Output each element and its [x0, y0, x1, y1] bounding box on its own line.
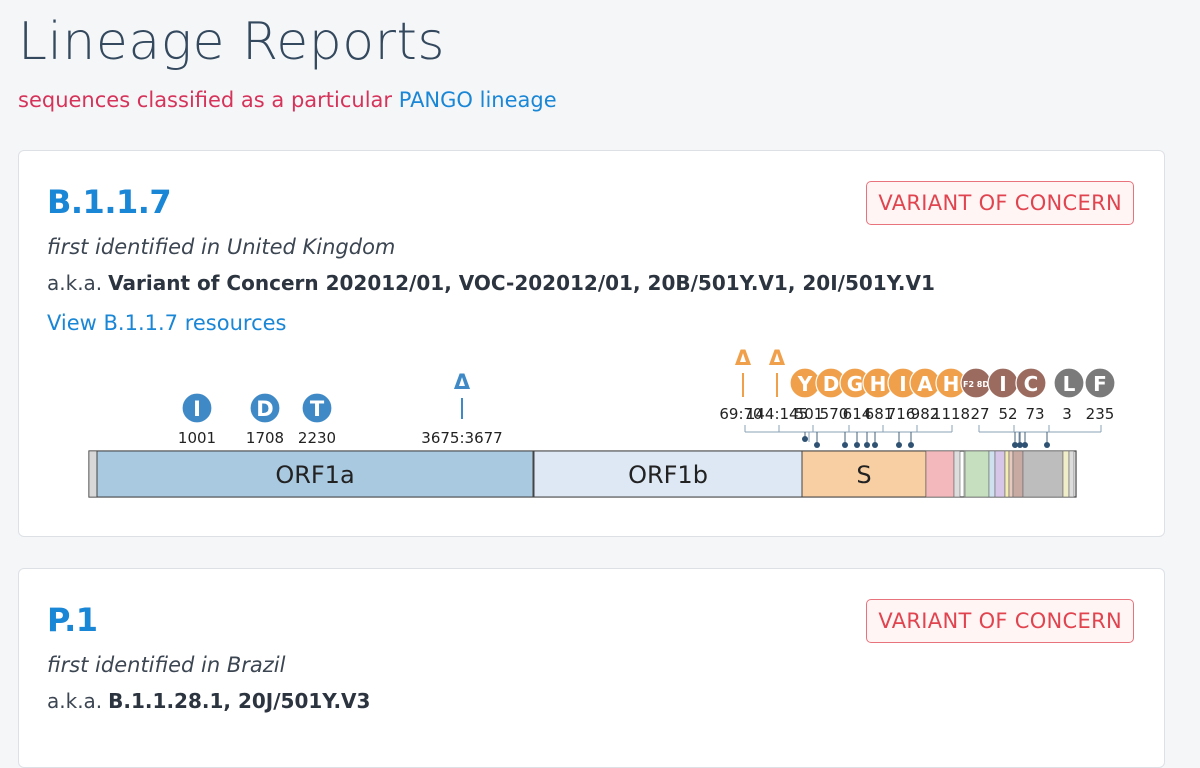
mutation-letter: T — [310, 397, 325, 421]
mutation-position: 3675:3677 — [421, 429, 502, 447]
minor-gene-segment — [953, 450, 961, 498]
mutation-letter: H — [870, 372, 887, 396]
minor-gene-segment — [964, 450, 990, 498]
mutation-dot — [896, 442, 902, 448]
mutation-position: 27 — [970, 405, 989, 423]
mutation-marker — [1015, 367, 1047, 399]
deletion-symbol: Δ — [735, 346, 752, 370]
first-identified-text: first identified in United Kingdom — [47, 235, 396, 259]
mutation-marker — [1053, 367, 1085, 399]
minor-gene-segment — [1004, 450, 1010, 498]
minor-gene-segment — [925, 450, 955, 498]
minor-gene-segment — [1062, 450, 1070, 498]
minor-gene-segment — [988, 450, 996, 498]
mutation-position: 1708 — [246, 429, 284, 447]
mutation-dot — [1012, 442, 1018, 448]
lineage-name-link[interactable]: P.1 — [47, 601, 98, 639]
mutation-letter: F — [1093, 372, 1107, 396]
lineage-name-link[interactable]: B.1.1.7 — [47, 183, 172, 221]
mutation-position: 73 — [1025, 405, 1044, 423]
mutation-letter: A — [917, 372, 933, 396]
mutation-position: 982 — [911, 405, 940, 423]
mutation-position: 570 — [820, 405, 849, 423]
gene-segment — [533, 450, 803, 498]
mutation-letter: I — [193, 397, 201, 421]
mutation-letter: L — [1063, 372, 1076, 396]
mutation-letter: I — [899, 372, 906, 396]
mutation-position: 235 — [1086, 405, 1115, 423]
aka-values: B.1.1.28.1, 20J/501Y.V3 — [108, 689, 371, 713]
mutation-dot — [1044, 442, 1050, 448]
deletion-symbol: Δ — [454, 370, 471, 394]
minor-gene-segment — [1068, 450, 1075, 498]
aka-label: a.k.a. — [47, 271, 103, 295]
mutation-letter: D — [256, 397, 273, 421]
variant-of-concern-badge: VARIANT OF CONCERN — [866, 181, 1134, 225]
first-identified-text: first identified in Brazil — [47, 653, 286, 677]
mutation-position: 2230 — [298, 429, 336, 447]
lineage-card-b117: B.1.1.7 VARIANT OF CONCERN first identif… — [18, 150, 1165, 537]
mutation-position: 681 — [865, 405, 894, 423]
aka-line: a.k.a.B.1.1.28.1, 20J/501Y.V3 — [47, 689, 370, 713]
variant-of-concern-badge: VARIANT OF CONCERN — [866, 599, 1134, 643]
mutation-letter: C — [1024, 372, 1039, 396]
mutation-position: 1118 — [932, 405, 970, 423]
mutation-dot — [1022, 442, 1028, 448]
mutation-position: 52 — [998, 405, 1017, 423]
mutation-letter: I — [999, 372, 1006, 396]
minor-gene-segment — [994, 450, 1006, 498]
page-subtitle: sequences classified as a particular PAN… — [18, 88, 557, 112]
mutation-letter: Y — [797, 372, 813, 396]
mutation-dot — [872, 442, 878, 448]
minor-gene-segment — [1008, 450, 1014, 498]
utr5-segment — [88, 450, 98, 498]
mutation-dot — [842, 442, 848, 448]
mutation-position: 1001 — [178, 429, 216, 447]
aka-line: a.k.a.Variant of Concern 202012/01, VOC-… — [47, 271, 935, 295]
mutation-position: 501 — [795, 405, 824, 423]
mutation-dot — [814, 442, 820, 448]
mutation-position: 3 — [1062, 405, 1072, 423]
minor-gene-segment — [1022, 450, 1064, 498]
pango-lineage-link[interactable]: PANGO lineage — [398, 88, 557, 112]
mutation-position: 716 — [887, 405, 916, 423]
page-title: Lineage Reports — [18, 12, 445, 72]
aka-values: Variant of Concern 202012/01, VOC-202012… — [108, 271, 935, 295]
mutation-dot — [854, 442, 860, 448]
gene-label: ORF1a — [275, 461, 354, 489]
mutation-position: 144:145 — [746, 405, 808, 423]
gene-label: ORF1b — [628, 461, 708, 489]
minor-gene-segment — [1012, 450, 1024, 498]
mutation-marker — [181, 392, 213, 424]
subtitle-text: sequences classified as a particular — [18, 88, 393, 112]
mutation-marker — [1084, 367, 1116, 399]
mutation-dot — [908, 442, 914, 448]
mutation-dot — [802, 436, 808, 442]
mutation-letter: H — [943, 372, 960, 396]
aka-label: a.k.a. — [47, 689, 103, 713]
view-resources-link[interactable]: View B.1.1.7 resources — [47, 311, 287, 335]
mutation-marker — [301, 392, 333, 424]
mutation-letter: G — [847, 372, 863, 396]
mutation-dot — [1017, 442, 1023, 448]
mutation-marker — [249, 392, 281, 424]
lineage-card-p1: P.1 VARIANT OF CONCERN first identified … — [18, 568, 1165, 768]
gene-segment — [96, 450, 534, 498]
mutation-position: 69:70 — [719, 405, 762, 423]
mutation-letter: F2 8D — [963, 380, 989, 389]
deletion-symbol: Δ — [769, 346, 786, 370]
mutation-dot — [864, 442, 870, 448]
mutation-letter: D — [823, 372, 840, 396]
mutation-position: 614 — [843, 405, 872, 423]
gene-label: S — [856, 461, 871, 489]
